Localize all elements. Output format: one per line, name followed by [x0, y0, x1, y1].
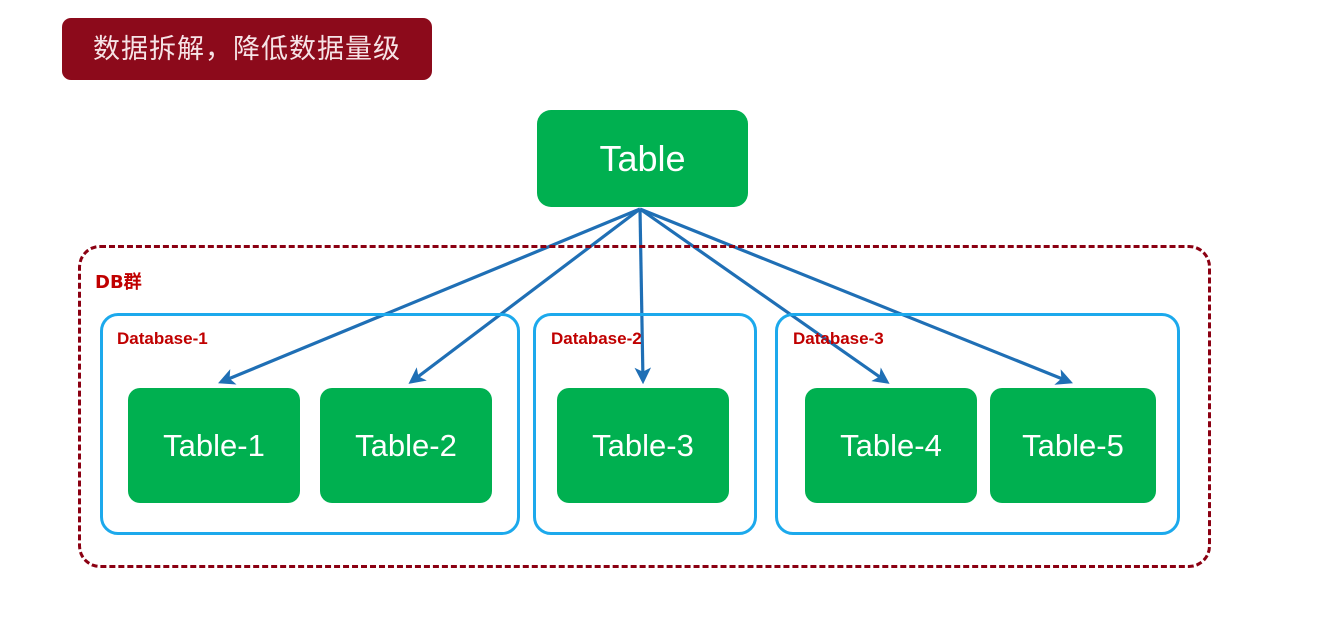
node-table-4-label: Table-4	[840, 427, 942, 463]
node-table-4[interactable]: Table-4	[805, 388, 977, 503]
db-group-container	[78, 245, 1211, 568]
title-banner-text: 数据拆解，降低数据量级	[93, 33, 401, 65]
node-table-root[interactable]: Table	[537, 110, 748, 207]
db-group-label: DB群	[95, 272, 142, 293]
node-table-2-label: Table-2	[355, 427, 457, 463]
node-table-5-label: Table-5	[1022, 427, 1124, 463]
database-container-1	[100, 313, 520, 535]
database-label-1: Database-1	[117, 329, 208, 348]
database-label-3: Database-3	[793, 329, 884, 348]
node-table-root-label: Table	[599, 137, 686, 179]
node-table-3-label: Table-3	[592, 427, 694, 463]
database-container-3	[775, 313, 1180, 535]
node-table-1[interactable]: Table-1	[128, 388, 300, 503]
database-label-2: Database-2	[551, 329, 642, 348]
title-banner: 数据拆解，降低数据量级	[62, 18, 432, 80]
node-table-3[interactable]: Table-3	[557, 388, 729, 503]
node-table-1-label: Table-1	[163, 427, 265, 463]
node-table-2[interactable]: Table-2	[320, 388, 492, 503]
database-container-2	[533, 313, 757, 535]
node-table-5[interactable]: Table-5	[990, 388, 1156, 503]
